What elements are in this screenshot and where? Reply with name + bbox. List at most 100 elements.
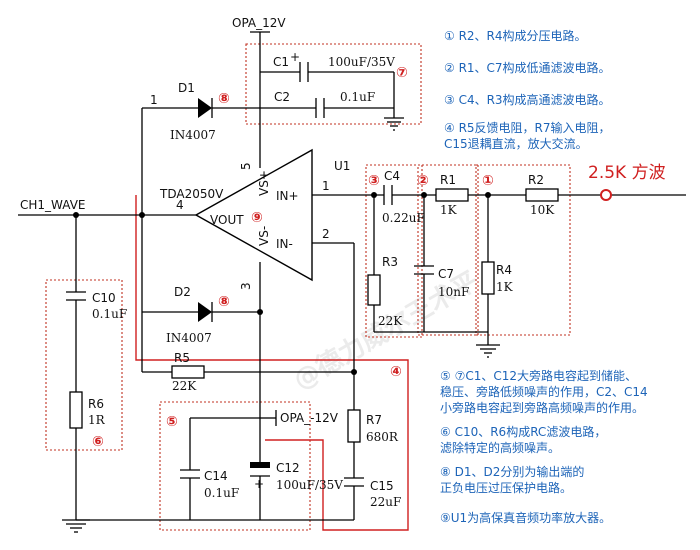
c2-label: C2 <box>274 90 290 104</box>
note-5-line-1: ⑤ ⑦C1、C12大旁路电容起到储能、 <box>440 368 637 383</box>
r1-resistor-icon <box>435 188 469 202</box>
u1-vout: VOUT <box>210 213 244 227</box>
c4-label: C4 <box>384 169 400 183</box>
note-5-line-2: 稳压、旁路低频噪声的作用，C2、C14 <box>440 384 648 399</box>
marker-2: ② <box>417 173 429 189</box>
c7-value: 10nF <box>438 285 469 299</box>
d1-diode-icon <box>198 98 212 118</box>
d1-pin: 1 <box>150 93 158 107</box>
pin1-in-label: 1 <box>322 179 330 193</box>
junction-d2 <box>257 309 263 315</box>
ground-icon-bottom <box>62 519 90 533</box>
r4-label: R4 <box>496 263 512 277</box>
junction-vout <box>139 212 145 218</box>
c12-label: C12 <box>276 461 300 475</box>
note-2-line-1: ② R1、C7构成低通滤波电路。 <box>444 60 611 75</box>
output-terminal-icon <box>600 189 612 201</box>
marker-5: ⑤ <box>166 414 178 430</box>
r4-resistor-icon <box>481 261 495 295</box>
marker-6: ⑥ <box>92 434 104 450</box>
pin5-label: 5 <box>239 162 253 170</box>
r5-label: R5 <box>174 351 190 365</box>
r6-label: R6 <box>88 397 104 411</box>
note-4-line-1: ④ R5反馈电阻，R7输入电阻， <box>444 120 611 135</box>
marker-4: ④ <box>390 364 402 380</box>
c14-value: 0.1uF <box>204 486 239 500</box>
note-6-line-2: 滤除特定的高频噪声。 <box>440 440 560 455</box>
group-box-2 <box>417 164 479 336</box>
u1-in-neg: IN- <box>276 237 293 251</box>
c1-label: C1 <box>273 55 289 69</box>
u1-label: U1 <box>334 159 350 173</box>
ground-icon <box>384 117 404 131</box>
junction-r5 <box>351 369 357 375</box>
c4-value: 0.22uF <box>382 211 425 225</box>
r3-resistor-icon <box>367 274 381 306</box>
note-7-line-2: 正负电压过压保护电路。 <box>440 480 572 495</box>
u1-in-pos: IN+ <box>276 189 299 203</box>
c12-value: 100uF/35V <box>276 478 343 492</box>
positive-rail-label: OPA_12V <box>232 16 286 30</box>
note-6-line-1: ⑥ C10、R6构成RC滤波电路， <box>440 424 606 439</box>
marker-1: ① <box>482 173 494 189</box>
c2-value: 0.1uF <box>340 90 375 104</box>
negative-rail-label: OPA_-12V <box>280 411 339 425</box>
r1-label: R1 <box>440 173 456 187</box>
d2-value: IN4007 <box>166 331 212 345</box>
group-box-7 <box>245 43 422 125</box>
group-box-5 <box>159 401 311 531</box>
group-box-3 <box>365 164 423 338</box>
pin3-label: 3 <box>239 282 253 290</box>
r6-resistor-icon <box>69 391 83 429</box>
group-box-4 <box>135 195 409 531</box>
output-label: 2.5K 方波 <box>588 163 666 183</box>
note-1-line-1: ① R2、R4构成分压电路。 <box>444 28 587 43</box>
input-label: CH1_WAVE <box>20 198 85 212</box>
r4-value: 1K <box>496 280 514 294</box>
r5-value: 22K <box>172 379 197 393</box>
c10-value: 0.1uF <box>92 307 127 321</box>
ground-icon-right <box>476 344 500 358</box>
u1-part: TDA2050V <box>159 187 224 201</box>
marker-7: ⑦ <box>396 65 408 81</box>
c7-label: C7 <box>438 267 454 281</box>
r7-resistor-icon <box>347 409 361 443</box>
u1-vs-neg: VS- <box>257 226 271 246</box>
marker-8-top: ⑧ <box>218 91 230 107</box>
c15-label: C15 <box>370 479 394 493</box>
r3-value: 22K <box>378 314 403 328</box>
r2-resistor-icon <box>525 188 559 202</box>
r2-label: R2 <box>528 173 544 187</box>
c12-polarity: + <box>254 477 264 491</box>
r2-value: 10K <box>530 203 555 217</box>
d2-diode-icon <box>198 302 212 322</box>
r1-value: 1K <box>440 203 458 217</box>
d2-label: D2 <box>174 285 191 299</box>
note-4-line-2: C15退耦直流，放大交流。 <box>444 136 588 151</box>
note-5-line-3: 小旁路电容起到旁路高频噪声的作用。 <box>440 400 644 415</box>
c1-value: 100uF/35V <box>328 55 395 69</box>
u1-vs-pos: VS+ <box>257 170 271 196</box>
marker-9: ⑨ <box>251 210 263 226</box>
r6-value: 1R <box>88 413 106 427</box>
group-box-6 <box>45 279 123 451</box>
r3-label: R3 <box>382 255 398 269</box>
note-8-line-1: ⑨U1为高保真音频功率放大器。 <box>440 510 611 525</box>
annotation-notes: ① R2、R4构成分压电路。 ② R1、C7构成低通滤波电路。 ③ C4、R3构成高… <box>440 28 648 525</box>
c10-label: C10 <box>92 291 116 305</box>
d1-value: IN4007 <box>170 128 216 142</box>
c1-polarity: + <box>290 50 300 64</box>
marker-8-bottom: ⑧ <box>218 294 230 310</box>
c15-value: 22uF <box>370 495 401 509</box>
pin4-label: 4 <box>176 198 184 212</box>
pin2-label: 2 <box>322 227 330 241</box>
r7-label: R7 <box>366 413 382 427</box>
c12-plate-1 <box>250 462 270 468</box>
d1-label: D1 <box>178 81 195 95</box>
c14-label: C14 <box>204 469 228 483</box>
note-7-line-1: ⑧ D1、D2分别为输出端的 <box>440 464 584 479</box>
note-3-line-1: ③ C4、R3构成高通滤波电路。 <box>444 92 611 107</box>
u1-opamp-icon <box>194 148 313 282</box>
